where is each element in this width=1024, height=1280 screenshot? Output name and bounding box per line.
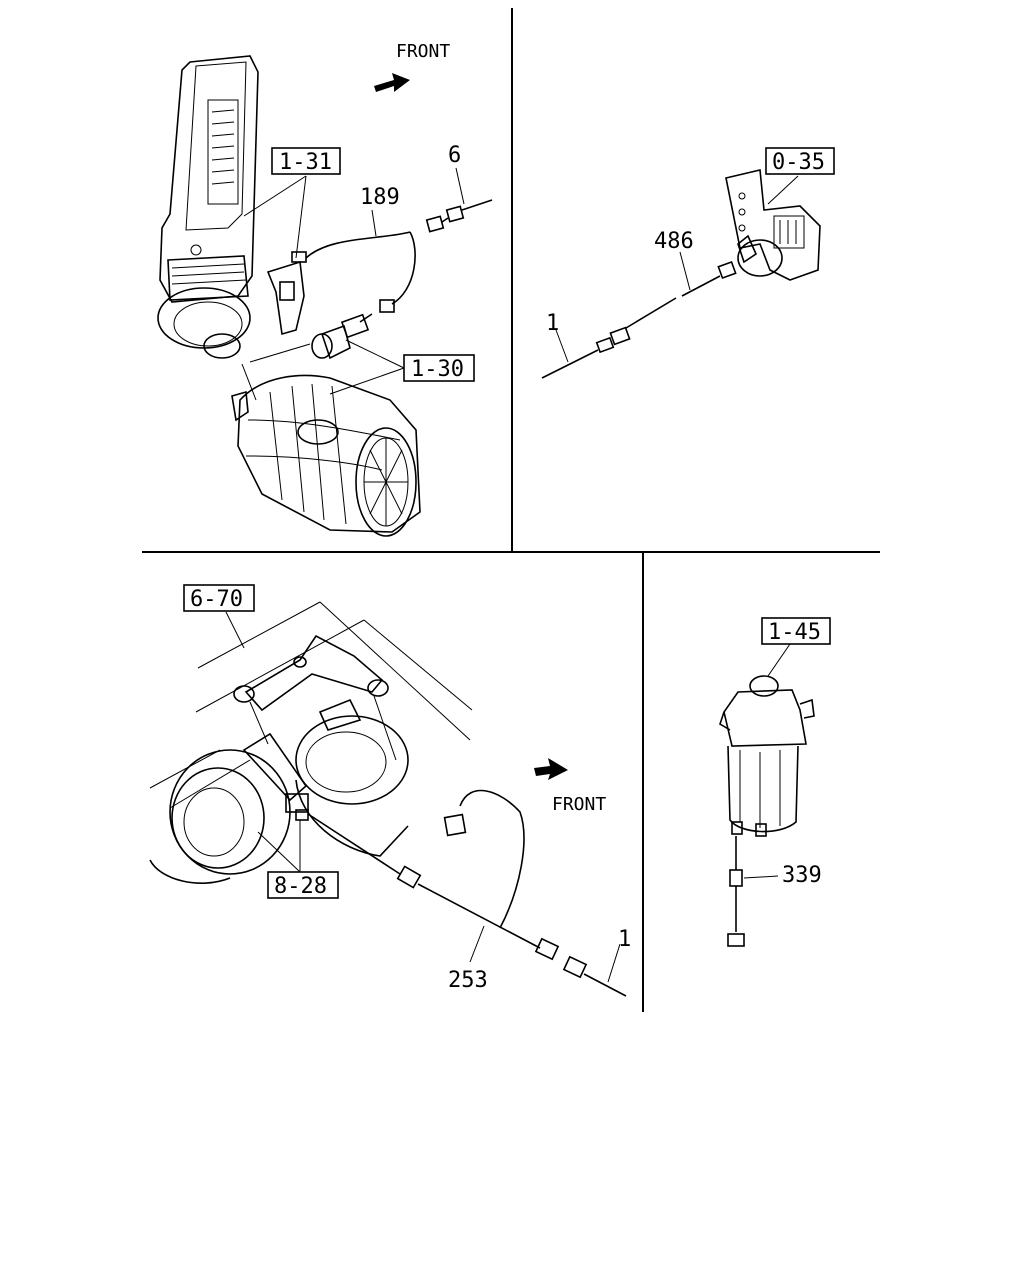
- bracket-sensor: [725, 169, 821, 281]
- callout-0-35-label: 0-35: [772, 150, 825, 175]
- part-339-label: 339: [782, 863, 822, 888]
- callout-0-35: 0-35: [765, 147, 835, 175]
- callout-8-28: 8-28: [267, 871, 339, 899]
- horn-left: [149, 732, 308, 884]
- callout-1-30: 1-30: [403, 354, 475, 382]
- part-253-label: 253: [448, 968, 488, 993]
- harness-189: [305, 199, 493, 323]
- leader-lines-top-right: [555, 175, 799, 363]
- harness-253: [307, 789, 627, 997]
- horn-right: [295, 698, 409, 857]
- harness-486: [541, 260, 737, 379]
- leader-lines-top-left: [241, 167, 465, 401]
- part-486-label: 486: [654, 229, 694, 254]
- part-189-label: 189: [360, 185, 400, 210]
- callout-6-70-label: 6-70: [190, 587, 243, 612]
- panel-bottom-right: 1-45 339: [719, 617, 831, 947]
- callout-1-30-label: 1-30: [411, 357, 464, 382]
- air-cleaner-body: [231, 374, 421, 537]
- front-arrow-icon: [374, 73, 410, 92]
- harness-339: [727, 836, 745, 947]
- chassis-frame: [149, 601, 473, 809]
- sensor-connector: [266, 251, 307, 336]
- panel-bottom-left: FRONT 6-70 8-28 253 1: [149, 584, 631, 997]
- front-label: FRONT: [552, 794, 606, 815]
- callout-6-70: 6-70: [183, 584, 255, 612]
- front-label: FRONT: [396, 41, 450, 62]
- callout-1-45-label: 1-45: [768, 620, 821, 645]
- callout-1-45: 1-45: [761, 617, 831, 645]
- callout-8-28-label: 8-28: [274, 874, 327, 899]
- air-intake-duct: [157, 55, 259, 359]
- part-1-label: 1: [618, 927, 631, 952]
- leader-lines-bottom-left: [225, 611, 621, 983]
- temperature-sensor: [311, 313, 370, 360]
- part-1-label: 1: [546, 311, 559, 336]
- fuel-filter-unit: [719, 675, 815, 837]
- callout-1-31: 1-31: [271, 147, 341, 175]
- horn-bracket: [233, 634, 397, 761]
- panel-top-left: FRONT: [157, 41, 493, 537]
- part-6-label: 6: [448, 143, 461, 168]
- leader-lines-bottom-right: [743, 643, 791, 879]
- front-arrow-icon: [534, 758, 568, 780]
- panel-top-right: 0-35 486 1: [541, 147, 835, 379]
- panel-dividers: [142, 8, 880, 1012]
- callout-1-31-label: 1-31: [279, 150, 332, 175]
- horn-connector: [285, 793, 309, 821]
